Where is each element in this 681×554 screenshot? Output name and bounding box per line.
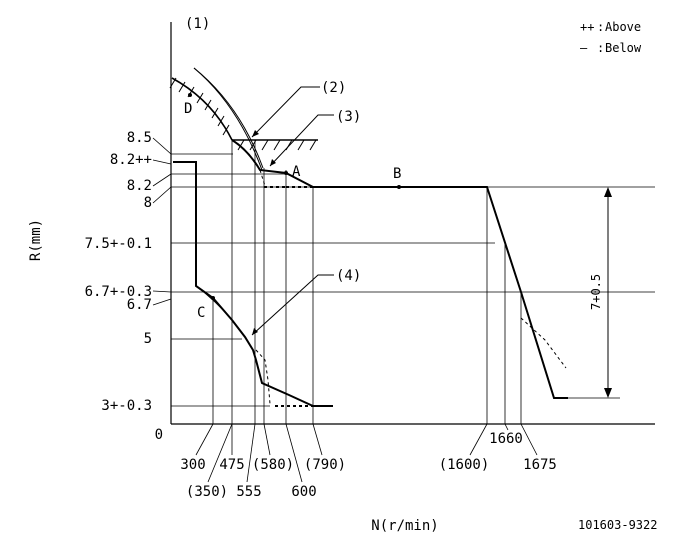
- annotation-3: (3): [336, 109, 361, 125]
- point-d: [188, 93, 192, 97]
- point-a: [284, 171, 288, 175]
- y-tick-label: 3+-0.3: [101, 398, 152, 414]
- x-tick-label: 555: [236, 484, 261, 500]
- y-tick-label: 5: [144, 331, 152, 347]
- point-c: [211, 296, 215, 300]
- x-tick-label: 300: [180, 457, 205, 473]
- dimension-arrowhead-bottom: [604, 388, 612, 398]
- hatch-marks: [169, 77, 317, 151]
- label-d: D: [184, 101, 192, 117]
- dashed-curves: [255, 169, 567, 407]
- annotation-arrowheads: [252, 130, 276, 335]
- legend: ++ : Above — : Below: [580, 20, 642, 55]
- x-tick-label: (350): [186, 484, 228, 500]
- y-tick-label: 8.5: [127, 130, 152, 146]
- label-c: C: [197, 305, 205, 321]
- x-tick-label: (790): [304, 457, 346, 473]
- x-tick-label: 1675: [523, 457, 557, 473]
- x-axis-label: N(r/min): [371, 518, 438, 534]
- x-tick-label: 1660: [489, 431, 523, 447]
- marker-points: [188, 93, 401, 300]
- y-tick-leaders: [152, 137, 172, 306]
- horizontal-reference-lines: [171, 153, 655, 407]
- annotation-1: (1): [185, 16, 210, 32]
- y-tick-label: 8.2++: [110, 152, 152, 168]
- annotation-2: (2): [321, 80, 346, 96]
- series-curve-c: [195, 285, 233, 321]
- legend-symbol-above: ++: [580, 20, 594, 34]
- x-tick-leaders: [195, 423, 538, 483]
- x-tick-label: (580): [252, 457, 294, 473]
- stopper-curve-lower: [193, 67, 263, 171]
- dimension-label: 7+0.5: [589, 274, 603, 310]
- y-tick-label: 8: [144, 195, 152, 211]
- y-tick-label: 6.7+-0.3: [85, 284, 152, 300]
- x-tick-label: (1600): [439, 457, 490, 473]
- annotation-leaders: [251, 86, 334, 336]
- legend-sep-below: :: [597, 41, 604, 55]
- legend-label-below: Below: [605, 41, 642, 55]
- y-tick-label: 7.5+-0.1: [85, 236, 152, 252]
- stopper-curve: [193, 67, 264, 169]
- figure-id: 101603-9322: [578, 518, 657, 532]
- y-tick-label: 0: [155, 427, 163, 443]
- dimension-arrowhead-top: [604, 187, 612, 197]
- x-tick-label: 600: [291, 484, 316, 500]
- point-b: [397, 185, 401, 189]
- y-tick-labels: 8.5 8.2++ 8.2 8 7.5+-0.1 6.7+-0.3 6.7 5 …: [85, 130, 163, 443]
- x-tick-labels: 300 (350) 475 555 (580) 600 (790) (1600)…: [180, 431, 557, 500]
- vertical-reference-lines: [212, 140, 522, 424]
- series-full-load-upper: [231, 139, 568, 399]
- label-a: A: [292, 164, 301, 180]
- y-axis-label: R(mm): [28, 219, 44, 261]
- legend-label-above: Above: [605, 20, 641, 34]
- label-b: B: [393, 166, 401, 182]
- x-tick-label: 475: [219, 457, 244, 473]
- y-tick-label: 6.7: [127, 297, 152, 313]
- series-main: [173, 161, 333, 407]
- legend-sep-above: :: [597, 20, 604, 34]
- legend-symbol-below: —: [580, 41, 588, 55]
- annotation-4: (4): [336, 268, 361, 284]
- y-tick-label: 8.2: [127, 178, 152, 194]
